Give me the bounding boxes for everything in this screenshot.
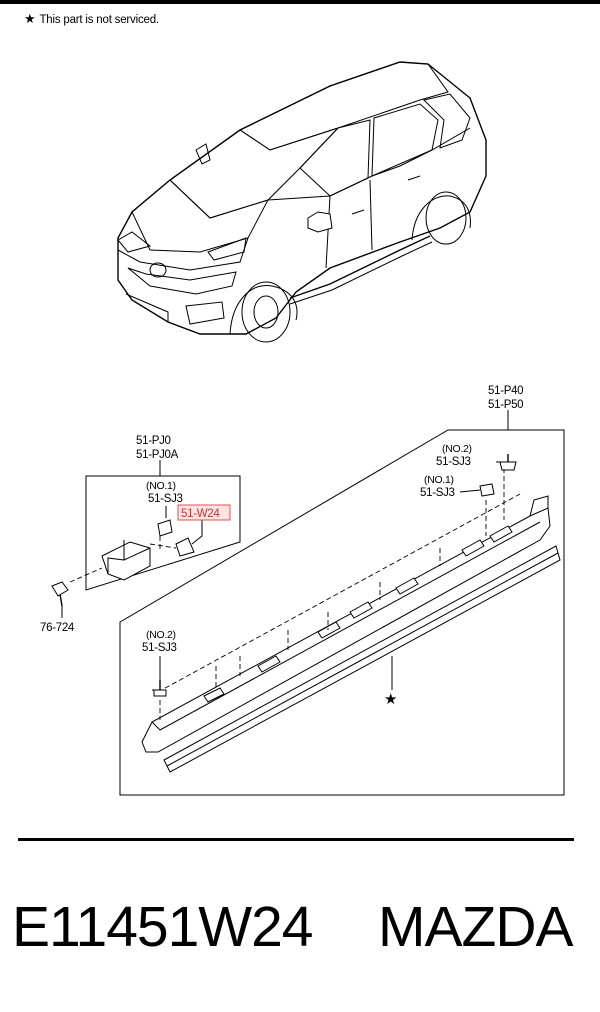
car-front-wheel [241, 281, 291, 343]
car-grille [127, 267, 237, 295]
callout-clip-no2-a: 51-SJ3 [436, 456, 471, 468]
car-handle-front [351, 209, 365, 215]
car-mirror [307, 211, 333, 233]
callout-clip-no1-b: 51-SJ3 [420, 487, 455, 499]
vehicle-illustration [117, 61, 487, 343]
callout-clip-no2-b: 51-SJ3 [142, 642, 177, 654]
side-garnish-body [141, 507, 551, 753]
garnish-dashed-guides [157, 468, 521, 720]
garnish-frame [119, 429, 565, 796]
car-headlight-right [207, 237, 247, 261]
car-side-sill-lower [289, 241, 433, 305]
highlight-part-box [177, 504, 231, 521]
car-handle-rear [407, 175, 421, 181]
leader-highlight [191, 520, 203, 545]
callout-highlight-part: 51-W24 [181, 508, 220, 520]
car-beltline [267, 127, 471, 201]
car-side-window-front [299, 119, 371, 197]
car-foglight [185, 301, 225, 325]
bracket-body [101, 541, 151, 581]
side-garnish-end [529, 495, 549, 517]
bracket-frame [85, 475, 241, 591]
side-molding-inner [166, 552, 559, 767]
clip-no1-upper [479, 483, 495, 497]
car-side-window-rear [371, 103, 439, 177]
car-side-sill [289, 235, 431, 299]
callout-garnish-1: 51-P40 [488, 385, 523, 397]
car-hood [131, 179, 270, 253]
car-door-line-rear [369, 179, 373, 251]
car-door-line-front [325, 195, 331, 269]
callout-clip-no2-a-note: (NO.2) [442, 443, 472, 455]
car-roof [238, 61, 449, 151]
clip-no2-upper [496, 454, 517, 471]
callout-bracket-1: 51-PJ0 [136, 435, 171, 447]
car-rear-wheel [425, 191, 467, 245]
bracket-assembly [69, 519, 203, 583]
clip-no1-bracket [157, 519, 173, 537]
garnish-tabs [203, 525, 513, 703]
callout-bracket-2: 51-PJ0A [136, 449, 179, 461]
callout-clip-no1-a-note: (NO.1) [146, 480, 176, 492]
side-molding [163, 545, 561, 773]
molding-star-icon: ★ [384, 691, 397, 708]
car-lower-intake [125, 293, 169, 322]
parts-diagram: 51-P40 51-P50 51-PJ0 51-PJ0A (NO.1) 51-S… [40, 61, 565, 796]
bottom-rule [18, 838, 574, 841]
star-icon: ★ [24, 11, 36, 26]
car-front-hub [253, 295, 279, 329]
car-a-pillar-badge [195, 143, 211, 165]
part-number: E11451W24 [12, 895, 313, 959]
callout-clip-no1-b-note: (NO.1) [424, 474, 454, 486]
callout-garnish-2: 51-P50 [488, 399, 523, 411]
brand-name: MAZDA [378, 895, 573, 959]
callout-screw: 76-724 [40, 622, 75, 634]
car-headlight-left [117, 231, 152, 253]
car-front-arch [229, 284, 298, 335]
not-serviced-note: ★This part is not serviced. [24, 11, 159, 27]
side-garnish-edge [151, 521, 541, 731]
exploded-parts-view: 51-P40 51-P50 51-PJ0 51-PJ0A (NO.1) 51-S… [40, 385, 565, 796]
car-front-fascia [117, 237, 249, 271]
callout-clip-no1-a: 51-SJ3 [148, 493, 183, 505]
note-text: This part is not serviced. [39, 14, 159, 26]
clip-no2-lower [152, 680, 167, 697]
leader-clip-no1-b [459, 489, 481, 493]
screw-part [51, 581, 69, 618]
car-emblem [149, 262, 167, 278]
top-rule [0, 0, 600, 4]
car-rear-arch [411, 195, 471, 241]
highlight-part-clip [175, 537, 195, 557]
callout-clip-no2-b-note: (NO.2) [146, 629, 176, 641]
car-quarter-window [423, 93, 471, 149]
